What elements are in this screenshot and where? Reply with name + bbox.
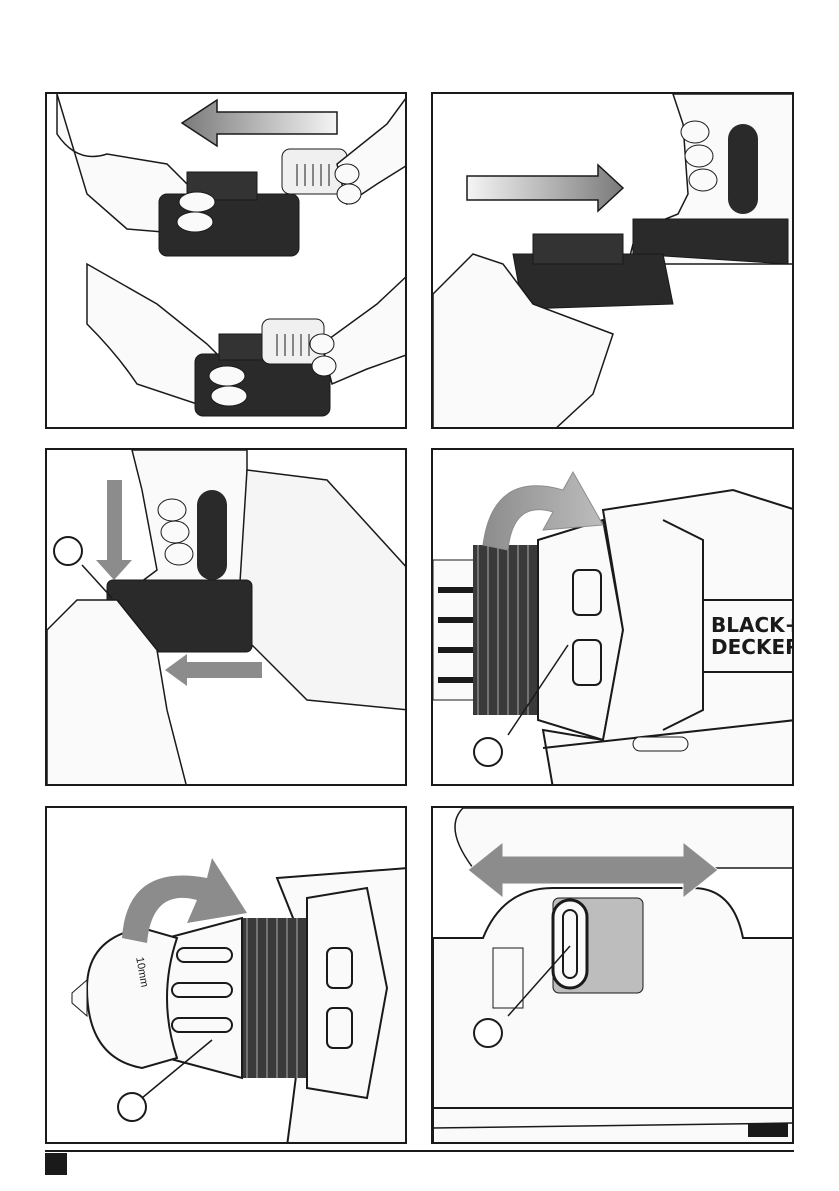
chuck-nose — [87, 928, 177, 1068]
direction-arrow-left — [182, 100, 337, 146]
brand-mark-small — [748, 1123, 788, 1137]
footer-rule — [45, 1150, 794, 1152]
direction-slider-button — [553, 900, 587, 988]
direction-arrow-left — [165, 654, 262, 686]
page-marker — [45, 1153, 67, 1175]
direction-arrow-right — [467, 165, 623, 211]
figure-panel-torque-collar: BLACK+ DECKER — [431, 448, 794, 786]
brand-line-2: DECKER — [711, 636, 794, 658]
callout-marker — [53, 536, 83, 566]
callout-marker — [473, 737, 503, 767]
figure-panel-direction-switch — [431, 806, 794, 1144]
figure-panel-battery-attach — [45, 448, 407, 786]
callout-marker — [473, 1018, 503, 1048]
figure-panel-battery-insert — [431, 92, 794, 429]
figure-panel-battery-removal — [45, 92, 407, 429]
brand-logo: BLACK+ DECKER — [711, 614, 794, 658]
callout-marker — [117, 1092, 147, 1122]
brand-line-1: BLACK+ — [711, 614, 794, 636]
direction-arrow-down — [96, 480, 132, 580]
figure-panel-chuck-tighten: 10mm — [45, 806, 407, 1144]
